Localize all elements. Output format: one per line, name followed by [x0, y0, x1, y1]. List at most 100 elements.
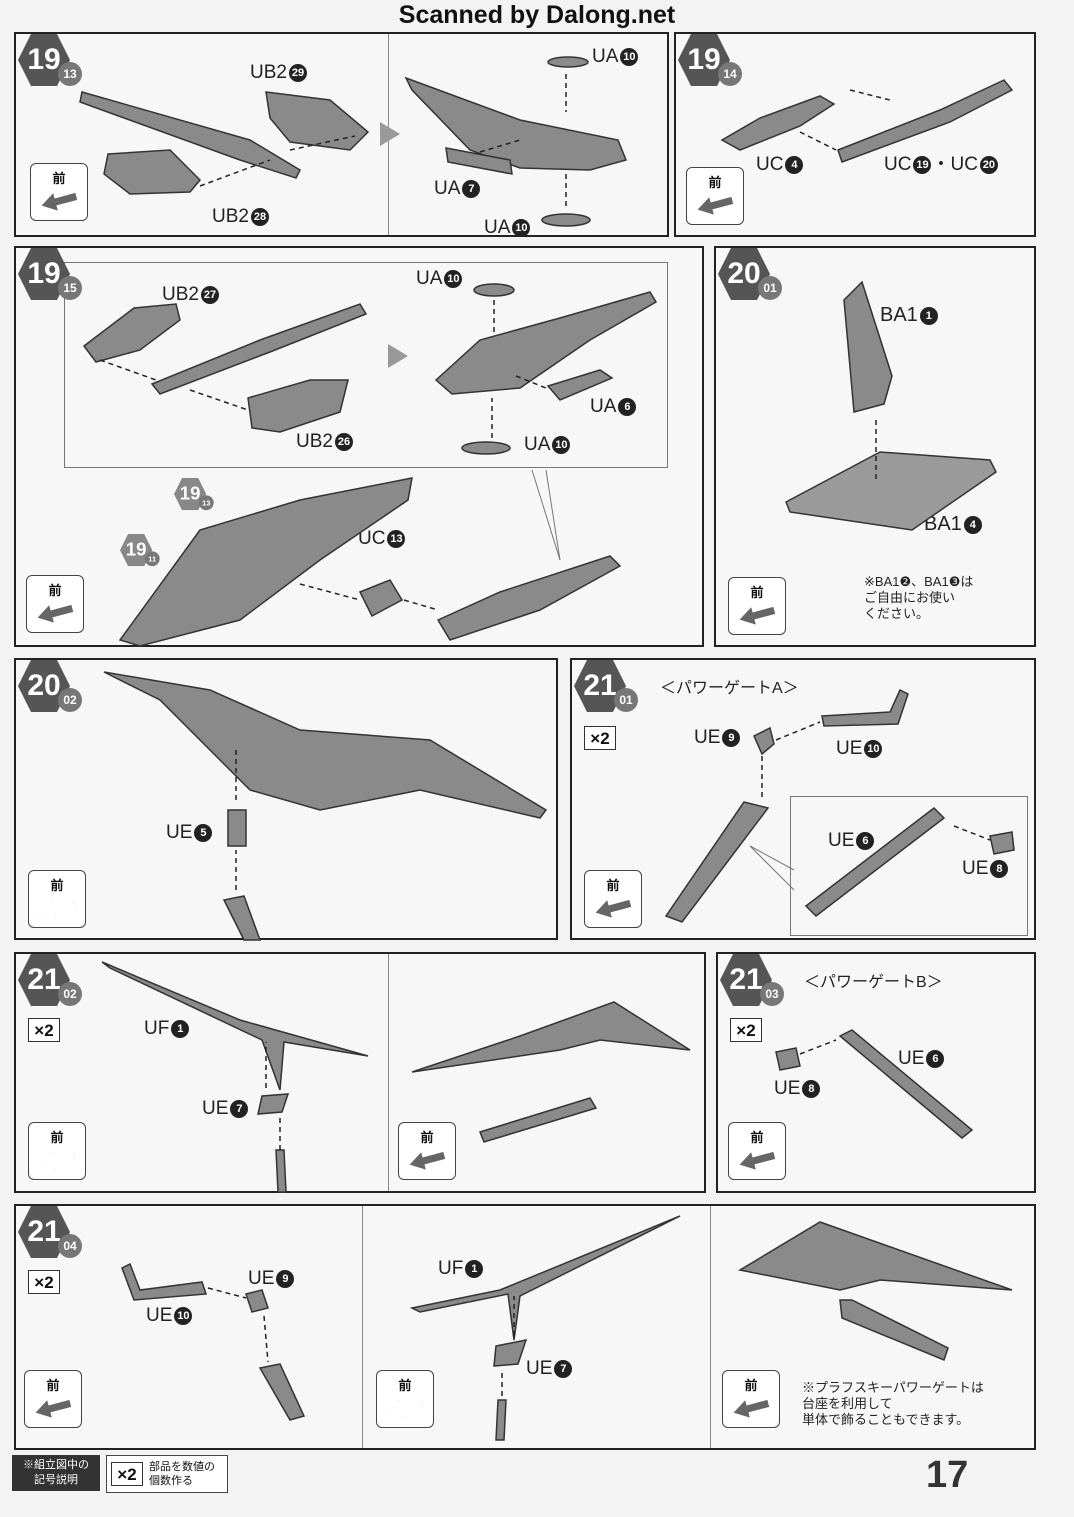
part-code: UB2 — [212, 206, 249, 227]
part-code: UE — [898, 1048, 925, 1069]
front-direction-icon: 前 — [28, 1122, 86, 1180]
step-number: 21 — [27, 963, 61, 996]
step-sub-number: 04 — [58, 1234, 82, 1258]
panel-divider — [388, 954, 389, 1191]
part-code: BA1 — [924, 513, 962, 535]
part-number: 9 — [722, 729, 741, 747]
front-label: 前 — [50, 878, 64, 893]
part-number: 6 — [618, 398, 637, 416]
part-number: 13 — [387, 530, 406, 548]
part-code: UE — [962, 858, 989, 879]
step-badge-21-01: 21 01 — [574, 660, 638, 712]
part-code: UF — [144, 1018, 170, 1039]
front-label: 前 — [398, 1378, 412, 1393]
bracket-uc-4 — [720, 95, 836, 151]
part-code: UE — [202, 1098, 229, 1119]
next-step-arrow — [388, 344, 408, 368]
part-number: 1 — [919, 307, 938, 325]
front-label: 前 — [750, 585, 764, 600]
joint-ue-5 — [227, 809, 247, 847]
part-number: 28 — [250, 208, 269, 226]
part-code: UE — [166, 822, 193, 843]
part-number: 8 — [802, 1080, 821, 1098]
step-number: 19 — [687, 43, 721, 76]
front-direction-icon: 前 — [686, 167, 744, 225]
cap-ue-8 — [775, 1047, 801, 1071]
front-direction-icon: 前 — [26, 575, 84, 633]
part-number: 10 — [620, 48, 639, 66]
step-number: 20 — [727, 257, 761, 290]
part-number: 4 — [785, 156, 804, 174]
part-number: 4 — [963, 516, 982, 534]
part-code: UC — [884, 154, 912, 175]
assembly-guide — [289, 135, 356, 151]
blade-part — [150, 303, 368, 395]
assembly-guide — [207, 1287, 247, 1299]
assembly-guide — [99, 359, 157, 381]
arm-ue-10 — [821, 688, 909, 727]
front-label: 前 — [46, 1378, 60, 1393]
wing-assembly — [434, 291, 658, 395]
part-code: UE — [828, 830, 855, 851]
stand-arm-ba1-1 — [843, 280, 893, 413]
stand-post — [222, 895, 262, 941]
step-sub-number: 02 — [58, 688, 82, 712]
part-code: UE — [526, 1358, 553, 1379]
peg-ua-10-bottom — [461, 441, 511, 455]
part-number: 10 — [552, 436, 571, 454]
part-number: 10 — [174, 1307, 193, 1325]
part-number: 10 — [864, 740, 883, 758]
assembly-guide — [953, 825, 991, 841]
front-label: 前 — [50, 1130, 64, 1145]
wing-plate-assembled — [411, 1001, 691, 1073]
callout-line — [531, 469, 561, 561]
main-wing-assembly — [118, 477, 413, 647]
part-code: UE — [146, 1305, 173, 1326]
power-gate-b-title: ＜パワーゲートB＞ — [804, 974, 943, 991]
front-direction-icon: 前 — [376, 1370, 434, 1428]
step-sub-number: 01 — [614, 688, 638, 712]
part-number: 7 — [230, 1100, 249, 1118]
rod — [258, 1363, 306, 1421]
step-badge-21-04: 21 04 — [18, 1206, 82, 1258]
part-number: 19 — [913, 156, 932, 174]
step-badge-21-03: 21 03 — [720, 954, 784, 1006]
part-number: 1 — [171, 1020, 190, 1038]
multiplier-badge: ×2 — [730, 1018, 762, 1042]
legend-title: ※組立図中の 記号説明 — [12, 1455, 100, 1491]
panel-divider — [362, 1206, 363, 1448]
assembly-guide — [263, 1315, 269, 1363]
arm-ue-10 — [121, 1262, 208, 1301]
part-code: UE — [248, 1268, 275, 1289]
next-step-arrow — [380, 122, 400, 146]
rod — [495, 1399, 507, 1441]
wing-assembly — [404, 76, 628, 171]
assembly-guide — [799, 1039, 837, 1055]
page-number: 17 — [926, 1454, 969, 1496]
part-code: UE — [774, 1078, 801, 1099]
assembly-guide — [189, 389, 249, 411]
blade-part — [79, 91, 301, 179]
part-code: UE — [694, 727, 721, 748]
inset-frame — [64, 262, 668, 468]
inset-frame — [790, 796, 1028, 936]
step-number: 19 — [27, 257, 61, 290]
step-number: 19 — [179, 483, 201, 505]
wing-assembly — [103, 671, 548, 819]
part-number: 7 — [462, 180, 481, 198]
front-label: 前 — [420, 1130, 434, 1145]
part-code: UA — [416, 268, 443, 289]
wing-plate-uf-1 — [409, 1215, 681, 1341]
